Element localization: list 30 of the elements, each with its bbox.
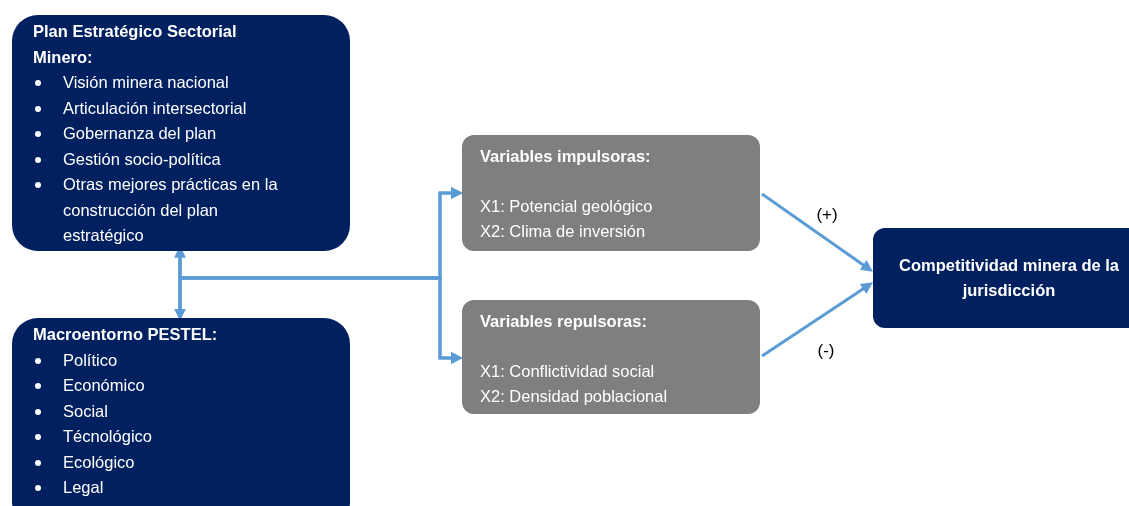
bullet-item: Político — [63, 349, 119, 371]
box-heading: Macroentorno PESTEL: — [33, 324, 219, 345]
box-title: Competitividad minera de la jurisdicción — [897, 255, 1121, 301]
bullet-item: Visión minera nacional — [63, 72, 230, 93]
process-box — [873, 228, 1129, 328]
bullet-item: Técnológico — [63, 426, 153, 447]
box-heading: Plan Estratégico Sectorial Minero: — [33, 21, 238, 68]
arrow — [761, 192, 873, 272]
bullet-item: Articulación intersectorial — [63, 97, 248, 119]
bullet-item: Social — [63, 400, 109, 422]
bullet-item: Gobernanza del plan — [63, 123, 218, 144]
variable-item: X1: Potencial geológico — [480, 196, 654, 217]
bullet-item: Económico — [63, 375, 146, 396]
arrow — [178, 276, 463, 364]
edge-label: (+) — [816, 205, 838, 223]
process-box — [12, 15, 350, 251]
box-heading: Variables repulsoras: — [480, 311, 648, 332]
variables-box — [462, 300, 760, 414]
bullet-item: Otras mejores prácticas en la construcción del plan estratégico — [63, 174, 279, 246]
bullet-item: Gestión socio-política — [63, 148, 222, 170]
process-box — [12, 318, 350, 506]
variables-box — [462, 135, 760, 251]
bullet-item: Ecológico — [63, 451, 136, 473]
variable-item: X1: Conflictividad social — [480, 361, 656, 382]
variable-item: X2: Clima de inversión — [480, 221, 647, 242]
arrow — [761, 282, 873, 358]
edge-label: (-) — [817, 341, 835, 359]
bullet-item: Legal — [63, 477, 105, 498]
variable-item: X2: Densidad poblacional — [480, 386, 669, 407]
box-heading: Variables impulsoras: — [480, 146, 652, 167]
